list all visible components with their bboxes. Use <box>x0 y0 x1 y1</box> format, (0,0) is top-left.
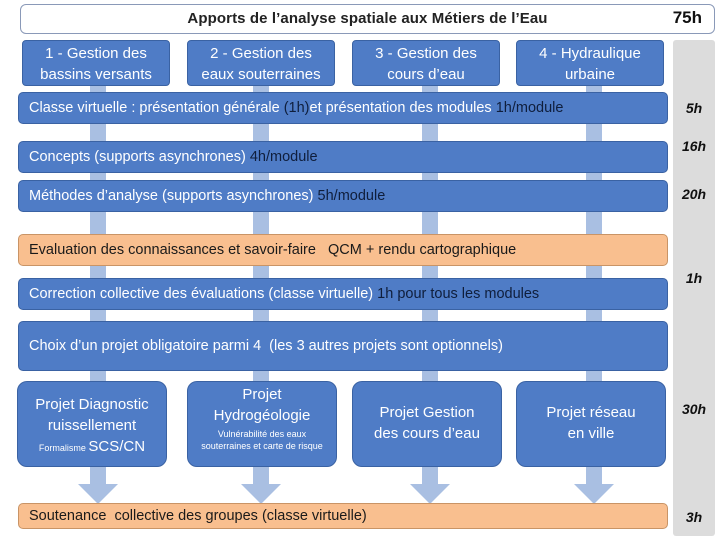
module-2-line2: eaux souterraines <box>201 66 321 83</box>
project-1-line3: SCS/CN <box>88 438 146 455</box>
module-3-line1: 3 - Gestion des <box>375 45 477 62</box>
project-4-line2: en ville <box>567 425 615 442</box>
hours-classe: 5h <box>685 100 703 116</box>
page-title: Apports de l’analyse spatiale aux Métier… <box>187 10 548 27</box>
module-4-box: 4 - Hydraulique urbaine <box>516 40 664 86</box>
choix-projet-bar: Choix d’un projet obligatoire parmi 4 (l… <box>18 321 668 371</box>
classe-text-3: et présentation des modules <box>309 100 492 116</box>
hours-column <box>673 40 715 536</box>
project-3-line1: Projet Gestion <box>379 404 475 421</box>
correction-text-2: 1h pour tous les modules <box>377 286 540 302</box>
hours-soutenance: 3h <box>685 509 703 525</box>
classe-virtuelle-bar: Classe virtuelle : présentation générale… <box>18 92 668 124</box>
classe-text-4: 1h/module <box>495 100 564 116</box>
evaluation-bar: Evaluation des connaissances et savoir-f… <box>18 234 668 266</box>
project-4-line1: Projet réseau <box>546 404 636 421</box>
choix-text: Choix d’un projet obligatoire parmi 4 (l… <box>29 338 503 354</box>
project-1-line1: Projet Diagnostic <box>35 396 149 413</box>
concepts-bar: Concepts (supports asynchrones) 4h/modul… <box>18 141 668 173</box>
methodes-bar: Méthodes d’analyse (supports asynchrones… <box>18 180 668 212</box>
classe-text-1: Classe virtuelle : présentation générale <box>29 100 280 116</box>
project-2-small: Vulnérabilité des eaux souterraines et c… <box>201 429 323 451</box>
module-2-line1: 2 - Gestion des <box>210 45 312 62</box>
module-1-line1: 1 - Gestion des <box>45 45 147 62</box>
module-1-line2: bassins versants <box>40 66 152 83</box>
module-3-box: 3 - Gestion des cours d’eau <box>352 40 500 86</box>
project-3-line2: des cours d’eau <box>374 425 480 442</box>
classe-text-2: (1h) <box>283 100 310 116</box>
hours-concepts: 16h <box>681 138 707 154</box>
hours-methodes: 20h <box>681 186 707 202</box>
correction-bar: Correction collective des évaluations (c… <box>18 278 668 310</box>
methodes-text-1: Méthodes d’analyse (supports asynchrones… <box>29 188 314 204</box>
correction-text-1: Correction collective des évaluations (c… <box>29 286 374 302</box>
module-3-line2: cours d’eau <box>387 66 465 83</box>
hours-projets: 30h <box>681 401 707 417</box>
project-2-box: Projet Hydrogéologie Vulnérabilité des e… <box>187 381 337 467</box>
module-2-box: 2 - Gestion des eaux souterraines <box>187 40 335 86</box>
project-1-small-prefix: Formalisme <box>38 443 89 453</box>
module-4-line1: 4 - Hydraulique <box>539 45 641 62</box>
project-1-box: Projet Diagnostic ruissellement Formalis… <box>17 381 167 467</box>
project-2-line2: Hydrogéologie <box>213 407 311 424</box>
concepts-text-2: 4h/module <box>249 149 318 165</box>
module-4-line2: urbaine <box>564 66 616 83</box>
soutenance-text: Soutenance collective des groupes (class… <box>29 508 367 524</box>
methodes-text-2: 5h/module <box>317 188 386 204</box>
soutenance-bar: Soutenance collective des groupes (class… <box>18 503 668 529</box>
project-4-box: Projet réseau en ville <box>516 381 666 467</box>
concepts-text-1: Concepts (supports asynchrones) <box>29 149 246 165</box>
evaluation-text: Evaluation des connaissances et savoir-f… <box>29 242 517 258</box>
project-2-line1: Projet <box>242 386 282 403</box>
project-1-line2: ruissellement <box>47 417 137 434</box>
title-box: Apports de l’analyse spatiale aux Métier… <box>20 4 715 34</box>
module-1-box: 1 - Gestion des bassins versants <box>22 40 170 86</box>
total-hours: 75h <box>672 8 702 27</box>
project-3-box: Projet Gestion des cours d’eau <box>352 381 502 467</box>
hours-evaluation: 1h <box>685 270 703 286</box>
